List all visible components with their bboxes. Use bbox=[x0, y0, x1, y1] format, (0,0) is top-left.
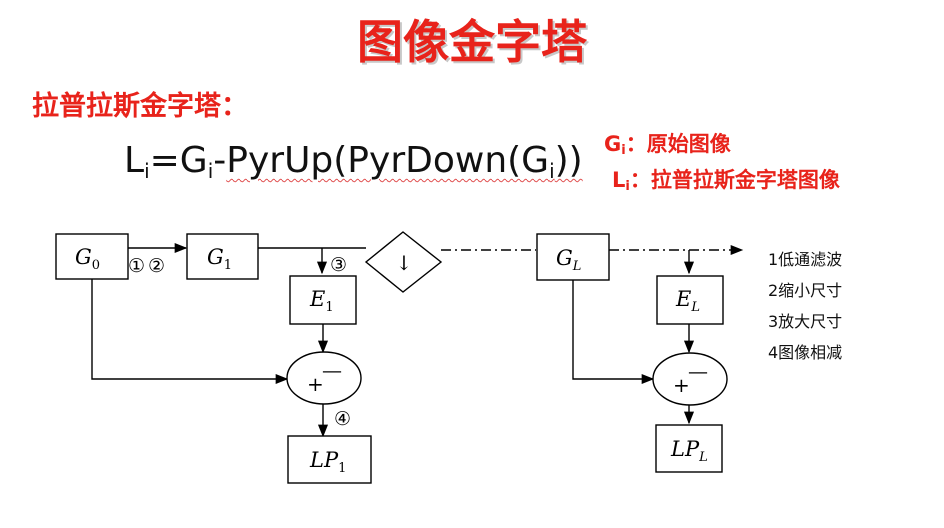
step-marker-2: ② bbox=[148, 255, 165, 277]
box-g0 bbox=[55, 233, 129, 280]
laplacian-formula: Li=Gi-PyrUp(PyrDown(Gi)) bbox=[124, 140, 583, 183]
down-arrow-icon: ↓ bbox=[396, 251, 413, 275]
el-label: EL bbox=[675, 287, 700, 315]
downsample-diamond bbox=[364, 231, 443, 293]
def-l-sub: i bbox=[625, 179, 630, 194]
definition-l: Li：拉普拉斯金字塔图像 bbox=[612, 164, 840, 194]
step-marker-1: ① bbox=[128, 255, 145, 277]
formula-pyr-expr: PyrUp(PyrDown(Gi)) bbox=[226, 140, 583, 183]
step-marker-3: ③ bbox=[330, 254, 347, 276]
def-g-letter: G bbox=[604, 132, 622, 156]
formula-pyrup-pyrdown: PyrUp(PyrDown(G bbox=[226, 140, 550, 181]
e1-label: E1 bbox=[309, 287, 334, 315]
def-g-sub: i bbox=[621, 143, 626, 158]
step-legend-item: 2缩小尺寸 bbox=[768, 281, 843, 300]
box-lp1 bbox=[287, 435, 372, 484]
plus-sign: + bbox=[307, 372, 324, 396]
subtract-node-1 bbox=[286, 351, 362, 405]
step-legend-item: 1低通滤波 bbox=[768, 250, 843, 269]
step-legend-item: 3放大尺寸 bbox=[768, 312, 843, 331]
formula-close-parens: )) bbox=[554, 140, 583, 181]
def-l-letter: L bbox=[612, 168, 626, 192]
def-g-text: ：原始图像 bbox=[625, 132, 731, 156]
formula-eq-g: =G bbox=[149, 140, 208, 181]
step-marker-4: ④ bbox=[334, 408, 351, 430]
arrow-gl-subtract bbox=[572, 280, 655, 385]
subtract-node-l bbox=[652, 352, 728, 406]
step-legend-item: 4图像相减 bbox=[768, 343, 843, 362]
box-gl bbox=[536, 233, 610, 281]
box-lpl bbox=[655, 424, 723, 473]
formula-minus: - bbox=[213, 140, 227, 181]
g0-label: G0 bbox=[75, 245, 100, 273]
minus-sign: — bbox=[688, 359, 708, 383]
minus-sign: — bbox=[322, 358, 342, 382]
formula-sub-i: i bbox=[207, 159, 214, 183]
formula-sub-i: i bbox=[549, 159, 555, 183]
lp1-label: LP1 bbox=[309, 448, 346, 476]
def-l-text: ：拉普拉斯金字塔图像 bbox=[629, 168, 840, 192]
plus-sign: + bbox=[673, 373, 690, 397]
formula-L: L bbox=[124, 140, 145, 181]
box-g1 bbox=[186, 233, 259, 280]
page-title: 图像金字塔 bbox=[357, 15, 587, 69]
gl-label: GL bbox=[556, 246, 581, 274]
arrow-g0-subtract bbox=[91, 279, 289, 385]
subtitle: 拉普拉斯金字塔： bbox=[32, 91, 248, 122]
lpl-label: LPL bbox=[670, 437, 708, 465]
box-el bbox=[656, 275, 724, 325]
formula-sub-i: i bbox=[144, 159, 150, 183]
box-e1 bbox=[289, 275, 357, 325]
g1-label: G1 bbox=[207, 245, 232, 273]
definition-g: Gi：原始图像 bbox=[604, 128, 731, 158]
